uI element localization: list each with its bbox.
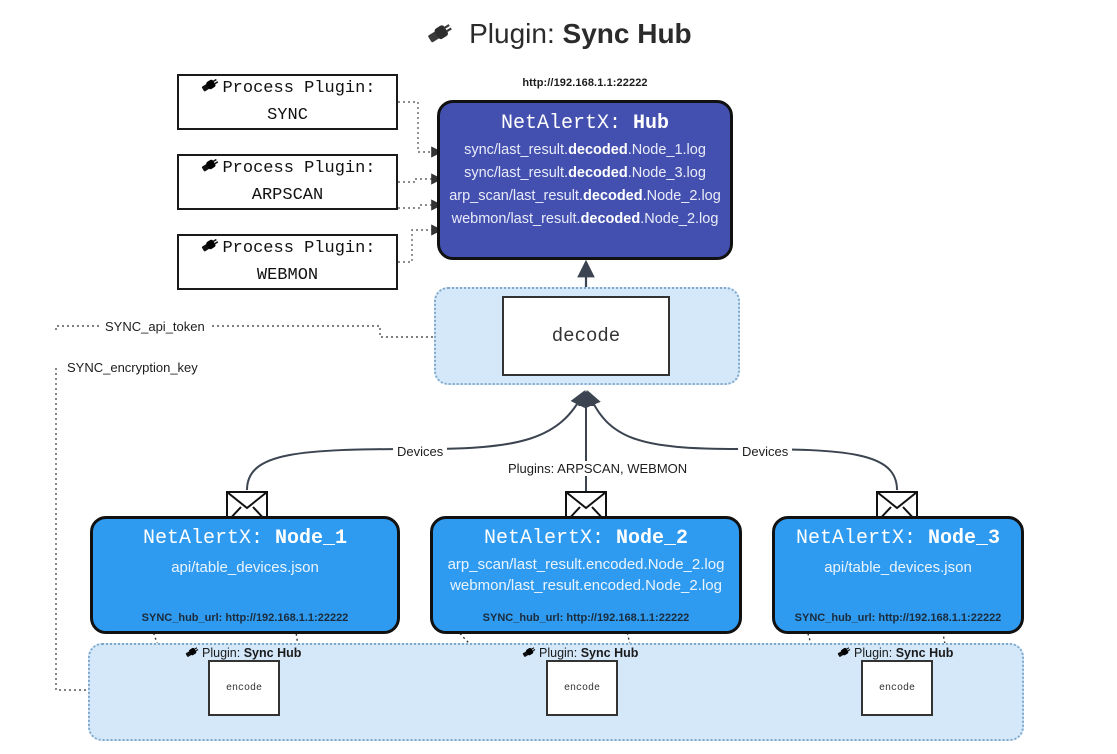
hub-node[interactable]: NetAlertX: Hub sync/last_result.decoded.… bbox=[437, 100, 733, 260]
edge-label-plugins: Plugins: ARPSCAN, WEBMON bbox=[504, 461, 692, 476]
node-line: api/table_devices.json bbox=[171, 559, 319, 576]
plug-icon bbox=[425, 20, 455, 53]
process-plugin-box-webmon[interactable]: Process Plugin: WEBMON bbox=[177, 234, 398, 290]
page-title-name: Sync Hub bbox=[562, 18, 692, 49]
hub-logline: sync/last_result.decoded.Node_3.log bbox=[464, 165, 706, 181]
sync-encryption-key-label: SYNC_encryption_key bbox=[63, 360, 202, 375]
plug-icon bbox=[199, 236, 221, 264]
process-plugin-box-sync[interactable]: Process Plugin: SYNC bbox=[177, 74, 398, 130]
hub-title-name: Hub bbox=[633, 112, 670, 135]
hub-logline: sync/last_result.decoded.Node_1.log bbox=[464, 142, 706, 158]
process-plugin-label: Process Plugin: bbox=[222, 238, 376, 258]
node-footer: SYNC_hub_url: http://192.168.1.1:22222 bbox=[141, 612, 349, 624]
node-box-node-2[interactable]: NetAlertX: Node_2 arp_scan/last_result.e… bbox=[430, 516, 742, 634]
encode-box-node-3[interactable]: encode bbox=[861, 660, 933, 716]
encode-box-node-1[interactable]: encode bbox=[208, 660, 280, 716]
node-title: NetAlertX: Node_3 bbox=[795, 527, 1001, 550]
process-plugin-box-arpscan[interactable]: Process Plugin: ARPSCAN bbox=[177, 154, 398, 210]
hub-url-label: http://192.168.1.1:22222 bbox=[522, 77, 648, 89]
node-line: api/table_devices.json bbox=[824, 559, 972, 576]
node-box-node-1[interactable]: NetAlertX: Node_1 api/table_devices.json… bbox=[90, 516, 400, 634]
node-line: webmon/last_result.encoded.Node_2.log bbox=[450, 577, 722, 594]
hub-logline: webmon/last_result.decoded.Node_2.log bbox=[451, 211, 719, 227]
node-line: arp_scan/last_result.encoded.Node_2.log bbox=[447, 556, 725, 573]
hub-title: NetAlertX: Hub bbox=[440, 112, 730, 135]
encode-box-node-2[interactable]: encode bbox=[546, 660, 618, 716]
process-plugin-label: Process Plugin: bbox=[222, 78, 376, 98]
decode-box[interactable]: decode bbox=[502, 296, 670, 376]
plugin-tag-node-3: Plugin: Sync Hub bbox=[836, 645, 953, 662]
plugin-tag-node-2: Plugin: Sync Hub bbox=[521, 645, 638, 662]
sync-api-token-label: SYNC_api_token bbox=[101, 319, 209, 334]
edge-label-devices-left: Devices bbox=[393, 444, 448, 459]
page-title-prefix: Plugin: bbox=[469, 18, 555, 49]
node-box-node-3[interactable]: NetAlertX: Node_3 api/table_devices.json… bbox=[772, 516, 1024, 634]
process-plugin-name: WEBMON bbox=[256, 265, 319, 285]
hub-logline: arp_scan/last_result.decoded.Node_2.log bbox=[449, 188, 721, 204]
process-plugin-name: SYNC bbox=[267, 105, 308, 125]
page-title: Plugin: Sync Hub bbox=[0, 18, 1117, 53]
plug-icon bbox=[199, 76, 221, 104]
node-title: NetAlertX: Node_2 bbox=[483, 527, 689, 550]
node-footer: SYNC_hub_url: http://192.168.1.1:22222 bbox=[794, 612, 1002, 624]
node-title: NetAlertX: Node_1 bbox=[142, 527, 348, 550]
plug-icon bbox=[521, 645, 537, 662]
plug-icon bbox=[184, 645, 200, 662]
process-plugin-name: ARPSCAN bbox=[251, 185, 324, 205]
plug-icon bbox=[199, 156, 221, 184]
process-plugin-label: Process Plugin: bbox=[222, 158, 376, 178]
edge-label-devices-right: Devices bbox=[738, 444, 793, 459]
node-footer: SYNC_hub_url: http://192.168.1.1:22222 bbox=[482, 612, 690, 624]
plugin-tag-node-1: Plugin: Sync Hub bbox=[184, 645, 301, 662]
plug-icon bbox=[836, 645, 852, 662]
hub-title-prefix: NetAlertX: bbox=[500, 112, 621, 135]
